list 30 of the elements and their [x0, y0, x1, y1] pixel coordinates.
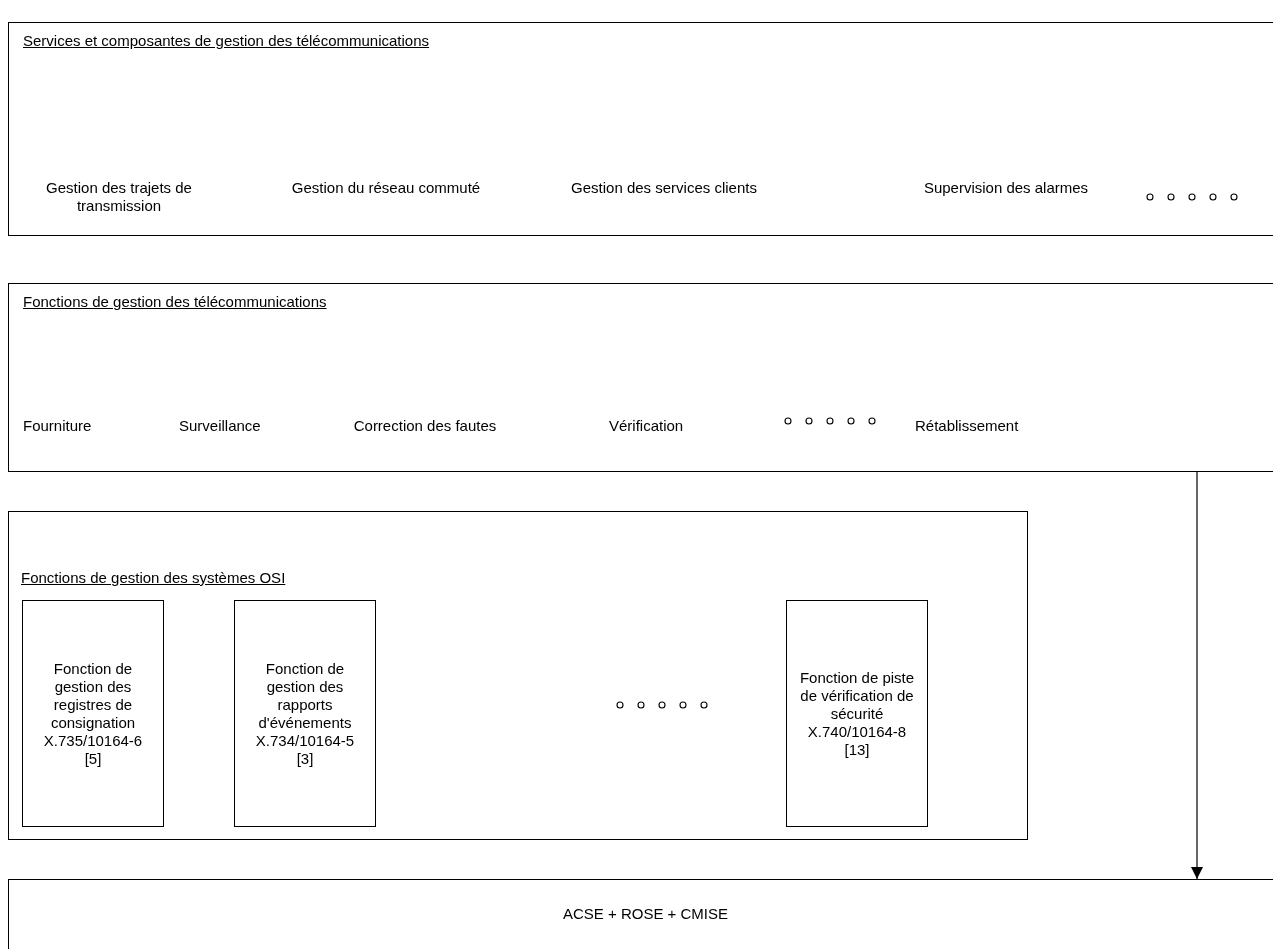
function-box	[786, 600, 928, 827]
item-label: Gestion des trajets de transmission	[45, 179, 193, 215]
standard-reference: X.734/10164-5	[254, 731, 356, 750]
item-label: Gestion du réseau commuté	[290, 179, 482, 197]
standard-reference: X.735/10164-6	[42, 731, 144, 750]
function-name: Fonction de piste de vérification de sécurité	[798, 668, 916, 723]
item-label: Supervision des alarmes	[922, 179, 1090, 197]
item-label: Surveillance	[179, 417, 261, 435]
function-name: Fonction de gestion des rapports d'événements	[257, 659, 353, 732]
standard-reference: X.740/10164-8	[806, 722, 908, 741]
protocol-label: ACSE + ROSE + CMISE	[561, 905, 730, 923]
section-band	[8, 283, 1273, 472]
protocol-box	[8, 879, 1273, 949]
function-box	[234, 600, 376, 827]
item-label: Correction des fautes	[352, 417, 498, 435]
reference-number: [3]	[295, 749, 315, 768]
section-heading: Services et composantes de gestion des télécommunications	[23, 32, 430, 50]
item-label: Vérification	[609, 417, 684, 435]
function-name: Fonction de gestion des registres de consignation	[49, 659, 137, 732]
section-band	[8, 22, 1273, 236]
section-heading: Fonctions de gestion des télécommunications	[23, 293, 327, 311]
group-box	[8, 511, 1028, 840]
arrow	[1191, 471, 1203, 880]
item-label: Gestion des services clients	[570, 179, 758, 197]
item-label: Rétablissement	[915, 417, 1019, 435]
item-label: Fourniture	[23, 417, 92, 435]
reference-number: [13]	[843, 740, 871, 759]
reference-number: [5]	[83, 749, 103, 768]
section-heading: Fonctions de gestion des systèmes OSI	[21, 569, 286, 587]
function-box	[22, 600, 164, 827]
